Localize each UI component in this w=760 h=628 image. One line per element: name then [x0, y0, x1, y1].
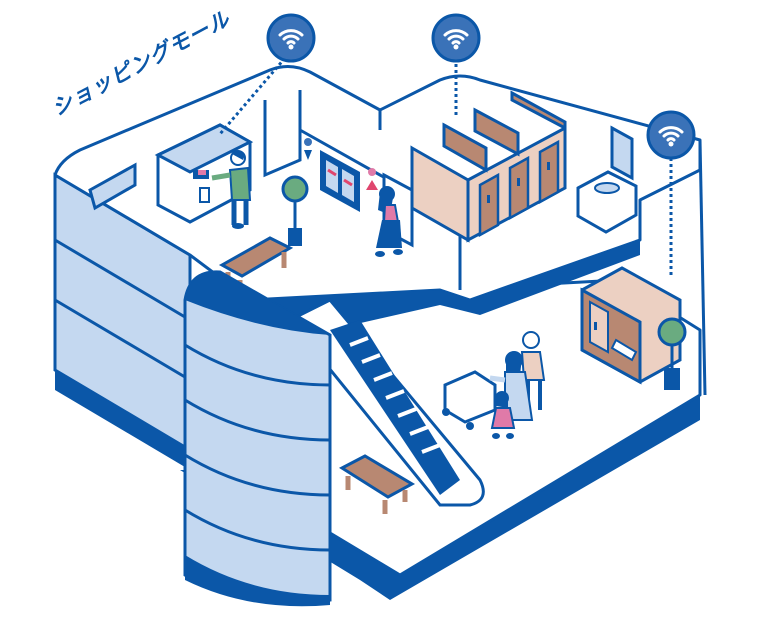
ticket-machine [154, 123, 254, 224]
upper-floor [53, 65, 702, 330]
potted-plant-upper [281, 175, 309, 246]
bench-lower [338, 454, 416, 514]
family-with-cart [442, 331, 546, 439]
person-at-machine [211, 150, 252, 229]
escalator [287, 298, 485, 507]
restroom-sign [304, 138, 378, 190]
potted-plant-lower [657, 317, 687, 390]
wash-basin [576, 125, 638, 234]
notice-board [320, 150, 360, 212]
baby-bottle-icon [610, 338, 638, 362]
wifi-connectors [218, 57, 673, 278]
nursing-room [580, 266, 682, 385]
wifi-icon [646, 110, 696, 160]
woman-walking [375, 186, 403, 257]
wifi-icon [266, 13, 316, 63]
restroom-stalls [410, 90, 567, 243]
cylinder-tower [183, 270, 332, 607]
wifi-icon [431, 13, 481, 63]
